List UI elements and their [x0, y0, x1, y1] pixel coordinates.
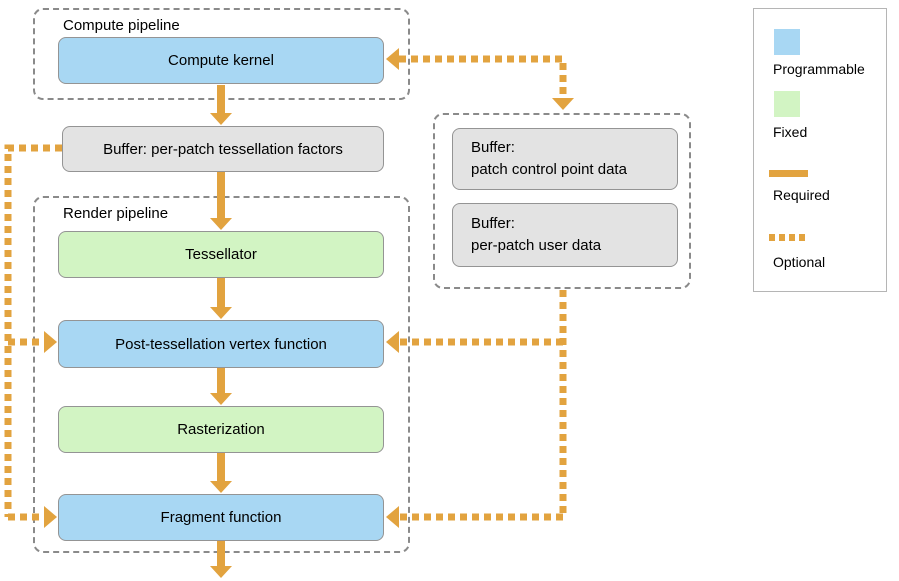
tess-factors-buffer-node: Buffer: per-patch tessellation factors: [62, 126, 384, 172]
legend-optional-line: [769, 234, 805, 241]
post-tessellation-vertex-node: Post-tessellation vertex function: [58, 320, 384, 368]
user-data-buffer-line2: per-patch user data: [471, 237, 602, 254]
compute-pipeline-label: Compute pipeline: [63, 17, 180, 34]
legend-programmable-label: Programmable: [773, 61, 865, 77]
legend: Programmable Fixed Required Optional: [753, 8, 887, 292]
legend-required-line: [769, 170, 808, 177]
legend-fixed-swatch: [774, 91, 800, 117]
legend-fixed-label: Fixed: [773, 124, 808, 140]
user-data-buffer-node: Buffer: per-patch user data: [452, 203, 678, 267]
tessellator-node: Tessellator: [58, 231, 384, 278]
optional-link-patch-buffers-to-render-stages: [386, 290, 567, 528]
control-point-buffer-node: Buffer: patch control point data: [452, 128, 678, 190]
user-data-buffer-line1: Buffer:: [471, 215, 515, 232]
render-pipeline-label: Render pipeline: [63, 205, 169, 222]
patch-buffers-container: [433, 113, 691, 289]
legend-required-label: Required: [773, 187, 830, 203]
fragment-function-node: Fragment function: [58, 494, 384, 541]
legend-programmable-swatch: [774, 29, 800, 55]
legend-optional-label: Optional: [773, 254, 826, 270]
compute-kernel-node: Compute kernel: [58, 37, 384, 84]
control-point-buffer-line1: Buffer:: [471, 139, 515, 156]
control-point-buffer-line2: patch control point data: [471, 161, 627, 178]
optional-link-kernel-patch-buffers: [386, 48, 574, 110]
rasterization-node: Rasterization: [58, 406, 384, 453]
